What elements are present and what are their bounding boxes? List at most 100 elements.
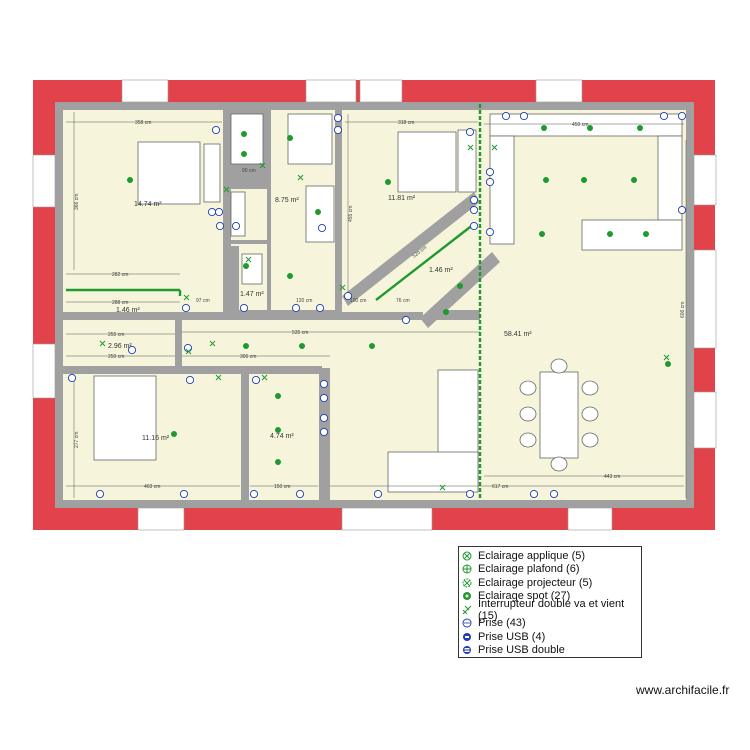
dim-label: 250 cm	[108, 354, 124, 360]
spot-light-icon	[463, 592, 471, 601]
dim-label: 366 cm	[74, 194, 80, 210]
area-label: 2.96 m²	[108, 343, 132, 350]
area-label: 8.75 m²	[275, 197, 299, 204]
wall	[188, 366, 322, 374]
legend-label: Eclairage plafond (6)	[478, 563, 580, 576]
dim-label: 150 cm	[274, 484, 290, 490]
wall	[241, 374, 249, 500]
wall	[223, 110, 231, 316]
legend-label: Prise USB (4)	[478, 630, 546, 643]
area-label: 11.81 m²	[388, 195, 416, 202]
room-hall	[182, 320, 480, 368]
windows	[32, 79, 717, 531]
legend-label: Eclairage projecteur (5)	[478, 576, 593, 589]
window	[693, 154, 717, 206]
dim-label: 450 cm	[572, 122, 588, 128]
kitchen-counter-top	[489, 113, 683, 137]
sofa-chaise	[387, 451, 479, 493]
dim-label: 76 cm	[396, 298, 410, 304]
wall-light-icon	[462, 551, 472, 561]
wall	[63, 366, 233, 374]
wall	[175, 320, 182, 368]
switch-symbols	[99, 144, 670, 491]
dim-label: 403 cm	[144, 484, 160, 490]
legend-item: Eclairage projecteur (5)	[462, 576, 638, 590]
dim-label: 120 cm	[296, 298, 312, 304]
area-label: 58.41 m²	[504, 331, 532, 338]
toilet	[241, 253, 263, 285]
outlet-symbols	[67, 111, 687, 499]
wall	[231, 246, 239, 310]
diag-wall	[342, 192, 480, 306]
legend-item: Prise (43)	[462, 617, 638, 631]
dim-label: 277 cm	[74, 432, 80, 448]
wall	[63, 312, 423, 320]
room-corridor-w	[63, 272, 223, 312]
legend-item: Interrupteur double va et vient (15)	[462, 598, 638, 622]
wardrobe-ne	[457, 129, 477, 193]
kitchen-counter-left	[489, 135, 515, 245]
legend-item: Prise USB (4)	[462, 630, 638, 644]
dim-label: 443 cm	[604, 474, 620, 480]
wall	[231, 184, 267, 189]
green-partitions	[66, 104, 482, 500]
diag-wall	[420, 252, 500, 328]
window	[32, 343, 56, 399]
wall	[267, 110, 271, 316]
legend-label: Prise USB double	[478, 644, 565, 657]
area-labels: 14.74 m² 8.75 m² 11.81 m² 1.46 m² 1.46 m…	[108, 195, 532, 442]
window	[567, 507, 613, 531]
wardrobe-nw	[203, 143, 221, 203]
legend-item: Eclairage spot (27)	[462, 590, 638, 604]
dim-label: 358 cm	[135, 120, 151, 126]
kitchen-counter-right	[657, 135, 683, 221]
legend: Eclairage applique (5) Eclairage plafond…	[458, 546, 642, 658]
window	[137, 507, 185, 531]
dim-label: 255 cm	[108, 332, 124, 338]
dim-label: 288 cm	[112, 300, 128, 306]
kitchen-island	[581, 219, 683, 251]
dim-label: 455 cm	[348, 206, 354, 222]
dim-label: 535 cm	[292, 330, 308, 336]
legend-item: Eclairage plafond (6)	[462, 563, 638, 577]
switch-icon	[462, 605, 472, 615]
outlet-icon	[462, 618, 472, 628]
furniture	[93, 113, 683, 493]
area-label: 1.46 m²	[116, 307, 140, 314]
usb-outlet-icon	[463, 632, 471, 641]
bed-nw	[137, 141, 201, 205]
window	[693, 249, 717, 349]
dim-label: 306 cm	[240, 354, 256, 360]
window	[305, 79, 357, 103]
dimension-lines	[66, 112, 687, 498]
area-label: 1.47 m²	[240, 291, 264, 298]
legend-item: Eclairage applique (5)	[462, 549, 638, 563]
room-diag-corridor	[342, 196, 498, 320]
bed-ne	[397, 131, 457, 193]
legend-label: Interrupteur double va et vient (15)	[478, 597, 625, 622]
window	[535, 79, 583, 103]
shower	[230, 113, 264, 165]
window	[32, 154, 56, 208]
bathtub	[287, 113, 333, 165]
legend-label: Eclairage applique (5)	[478, 549, 586, 562]
legend-label: Eclairage spot (27)	[478, 590, 571, 603]
dining-chairs	[519, 358, 599, 472]
spot-symbols	[127, 125, 671, 465]
usb-double-outlet-icon	[463, 646, 471, 655]
dim-label: 90 cm	[242, 168, 256, 174]
window	[121, 79, 169, 103]
wall	[319, 374, 326, 500]
projector-light-icon	[462, 578, 472, 588]
room-office	[249, 374, 319, 500]
window	[693, 391, 717, 449]
dining-table	[539, 371, 579, 459]
dim-label: 97 cm	[196, 298, 210, 304]
area-label: 14.74 m²	[134, 201, 162, 208]
dim-label: 282 cm	[112, 272, 128, 278]
dim-label: 606 cm	[680, 302, 686, 318]
credit-link[interactable]: www.archifacile.fr	[636, 683, 730, 697]
interior-walls	[63, 110, 500, 500]
area-label: 4.74 m²	[270, 433, 294, 440]
